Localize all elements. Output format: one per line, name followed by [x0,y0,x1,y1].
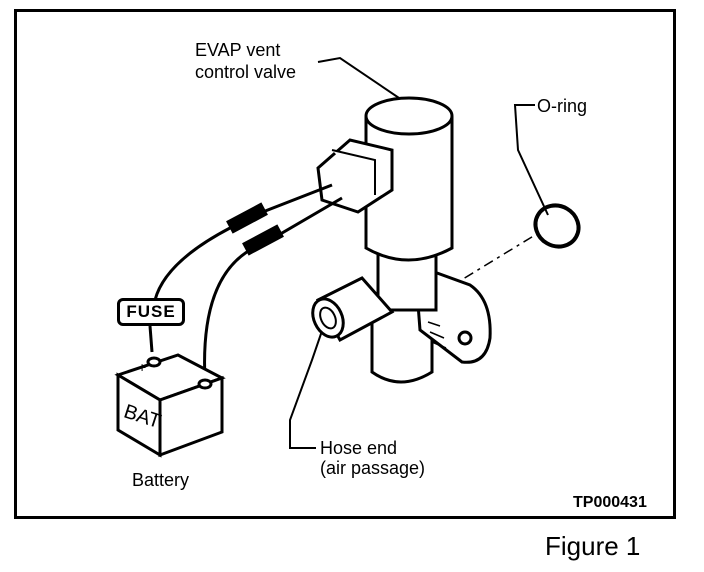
oring-axis-line [444,231,541,291]
battery-plus-label: + [138,359,146,375]
battery-label: Battery [132,470,190,490]
figure-caption: Figure 1 [545,531,641,561]
valve-label-line2: control valve [195,62,297,82]
figure-frame [14,9,676,519]
valve-body [311,96,492,384]
flange-marking [427,321,447,349]
oring-label: O-ring [537,96,588,116]
hose-label-line2: (air passage) [320,458,426,478]
fuse-label: FUSE [117,298,185,326]
oring-shape [533,203,581,249]
battery-shape [114,353,226,458]
oring-leader-line [513,104,549,216]
reference-code: TP000431 [573,494,647,511]
hose-leader-line [289,324,325,449]
valve-label-line1: EVAP vent [195,40,281,60]
inline-connectors [226,202,284,256]
valve-leader-line [317,56,403,101]
hose-label-line1: Hose end [320,438,398,458]
battery-minus-label: - [186,381,191,398]
